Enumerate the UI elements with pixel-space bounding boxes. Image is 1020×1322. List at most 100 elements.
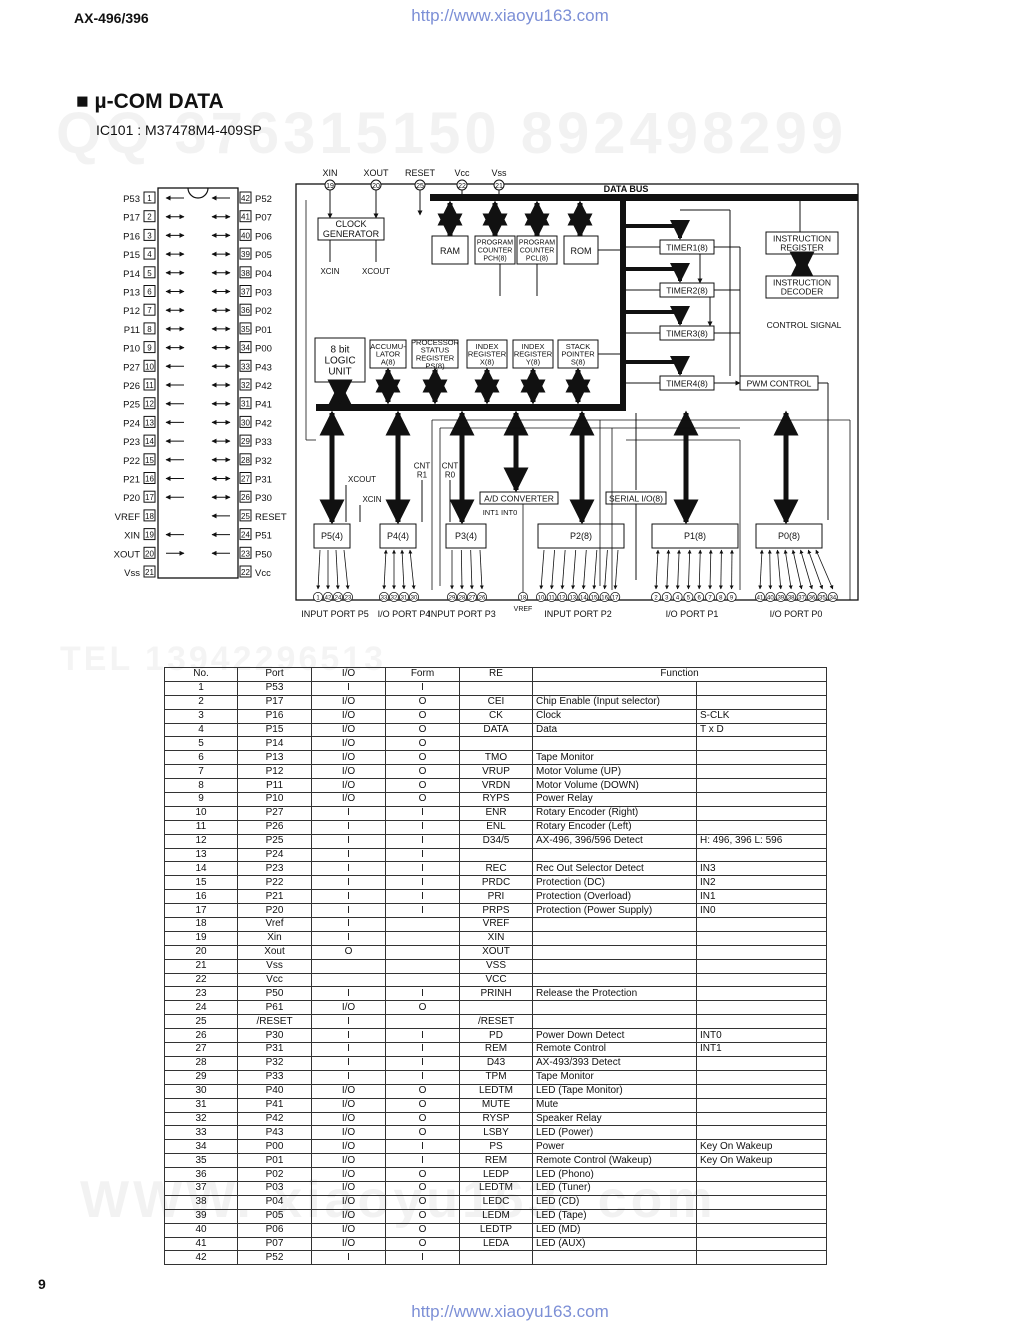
- cell-re: /RESET: [460, 1015, 533, 1029]
- pin-wire: [573, 550, 576, 589]
- footer-url[interactable]: http://www.xiaoyu163.com: [0, 1302, 1020, 1322]
- cell-re: REC: [460, 862, 533, 876]
- pin-label-left: P25: [123, 400, 140, 411]
- cell-function: [533, 1001, 697, 1015]
- cell-function: Tape Monitor: [533, 751, 697, 765]
- cell-note: [697, 751, 827, 765]
- cell-form: I: [386, 1070, 460, 1084]
- cell-port: P04: [238, 1195, 312, 1209]
- cell-io: I/O: [312, 1237, 386, 1251]
- cell-re: PRI: [460, 890, 533, 904]
- cell-form: I: [386, 848, 460, 862]
- cell-port: P20: [238, 904, 312, 918]
- cell-no: 35: [165, 1154, 238, 1168]
- cell-no: 30: [165, 1084, 238, 1098]
- cell-re: VSS: [460, 959, 533, 973]
- cell-function: LED (AUX): [533, 1237, 697, 1251]
- pin-circle-number: 17: [612, 596, 619, 602]
- cell-form: O: [386, 765, 460, 779]
- cell-port: P12: [238, 765, 312, 779]
- logic-unit-label: UNIT: [328, 367, 351, 378]
- xcin-label: XCIN: [320, 267, 339, 276]
- cell-no: 2: [165, 695, 238, 709]
- cell-form: I: [386, 1251, 460, 1265]
- pin-number: 42: [241, 194, 250, 203]
- pin-number: 23: [241, 549, 250, 558]
- cell-function: Motor Volume (DOWN): [533, 779, 697, 793]
- cell-re: LEDTM: [460, 1181, 533, 1195]
- cell-port: P07: [238, 1237, 312, 1251]
- pin-label-left: P17: [123, 213, 140, 224]
- data-bus-vertical: [620, 194, 626, 408]
- cell-form: O: [386, 1084, 460, 1098]
- cell-port: P53: [238, 681, 312, 695]
- cell-note: [697, 1098, 827, 1112]
- pin-number: 17: [145, 493, 154, 502]
- cell-form: O: [386, 695, 460, 709]
- pin-number: 40: [241, 231, 250, 240]
- cell-no: 27: [165, 1043, 238, 1057]
- cell-io: I: [312, 876, 386, 890]
- pin-wire: [541, 550, 544, 589]
- cell-no: 3: [165, 709, 238, 723]
- pin-number: 36: [241, 306, 250, 315]
- serial-io-label: SERIAL I/O(8): [609, 494, 663, 504]
- pin-number: 28: [241, 456, 250, 465]
- top-pin-number: 22: [458, 183, 466, 190]
- pin-wire: [710, 550, 711, 589]
- pin-circle-number: 10: [538, 596, 545, 602]
- cell-form: O: [386, 1195, 460, 1209]
- cell-form: I: [386, 876, 460, 890]
- cell-port: P26: [238, 820, 312, 834]
- pin-label-left: P10: [123, 344, 140, 355]
- pin-wire: [678, 550, 680, 589]
- cell-form: O: [386, 751, 460, 765]
- cell-io: [312, 959, 386, 973]
- pin-wire: [461, 550, 462, 589]
- port-label: P1(8): [684, 531, 706, 541]
- cell-io: I: [312, 820, 386, 834]
- cell-port: P00: [238, 1140, 312, 1154]
- cell-no: 33: [165, 1126, 238, 1140]
- pin-label-left: P23: [123, 437, 140, 448]
- cell-port: Vss: [238, 959, 312, 973]
- pin-label-left: P12: [123, 306, 140, 317]
- cell-io: I/O: [312, 1168, 386, 1182]
- pin-number: 14: [145, 437, 154, 446]
- cell-note: T x D: [697, 723, 827, 737]
- cell-note: IN2: [697, 876, 827, 890]
- cell-re: [460, 681, 533, 695]
- clock-generator-label: GENERATOR: [323, 229, 380, 239]
- pin-label-right: P03: [255, 288, 272, 299]
- cell-function: Speaker Relay: [533, 1112, 697, 1126]
- pin-wire: [471, 550, 472, 589]
- instruction-register-label: REGISTER: [780, 242, 823, 252]
- cell-note: [697, 1195, 827, 1209]
- pin-number: 21: [145, 568, 154, 577]
- pin-wire: [402, 550, 404, 589]
- cell-no: 42: [165, 1251, 238, 1265]
- cell-re: LEDTP: [460, 1223, 533, 1237]
- cell-function: [533, 848, 697, 862]
- cell-function: Chip Enable (Input selector): [533, 695, 697, 709]
- pin-wire: [770, 550, 771, 589]
- cell-port: P22: [238, 876, 312, 890]
- cell-function: LED (Phono): [533, 1168, 697, 1182]
- cell-function: Rotary Encoder (Left): [533, 820, 697, 834]
- cell-note: [697, 973, 827, 987]
- cnt-r0-label: R0: [445, 470, 456, 479]
- cell-port: P11: [238, 779, 312, 793]
- cell-form: [386, 973, 460, 987]
- cell-port: P42: [238, 1112, 312, 1126]
- cell-form: O: [386, 779, 460, 793]
- xcin-internal-label: XCIN: [362, 495, 381, 504]
- pin-label-left: P21: [123, 475, 140, 486]
- pin-number: 19: [145, 531, 154, 540]
- cell-port: Xin: [238, 931, 312, 945]
